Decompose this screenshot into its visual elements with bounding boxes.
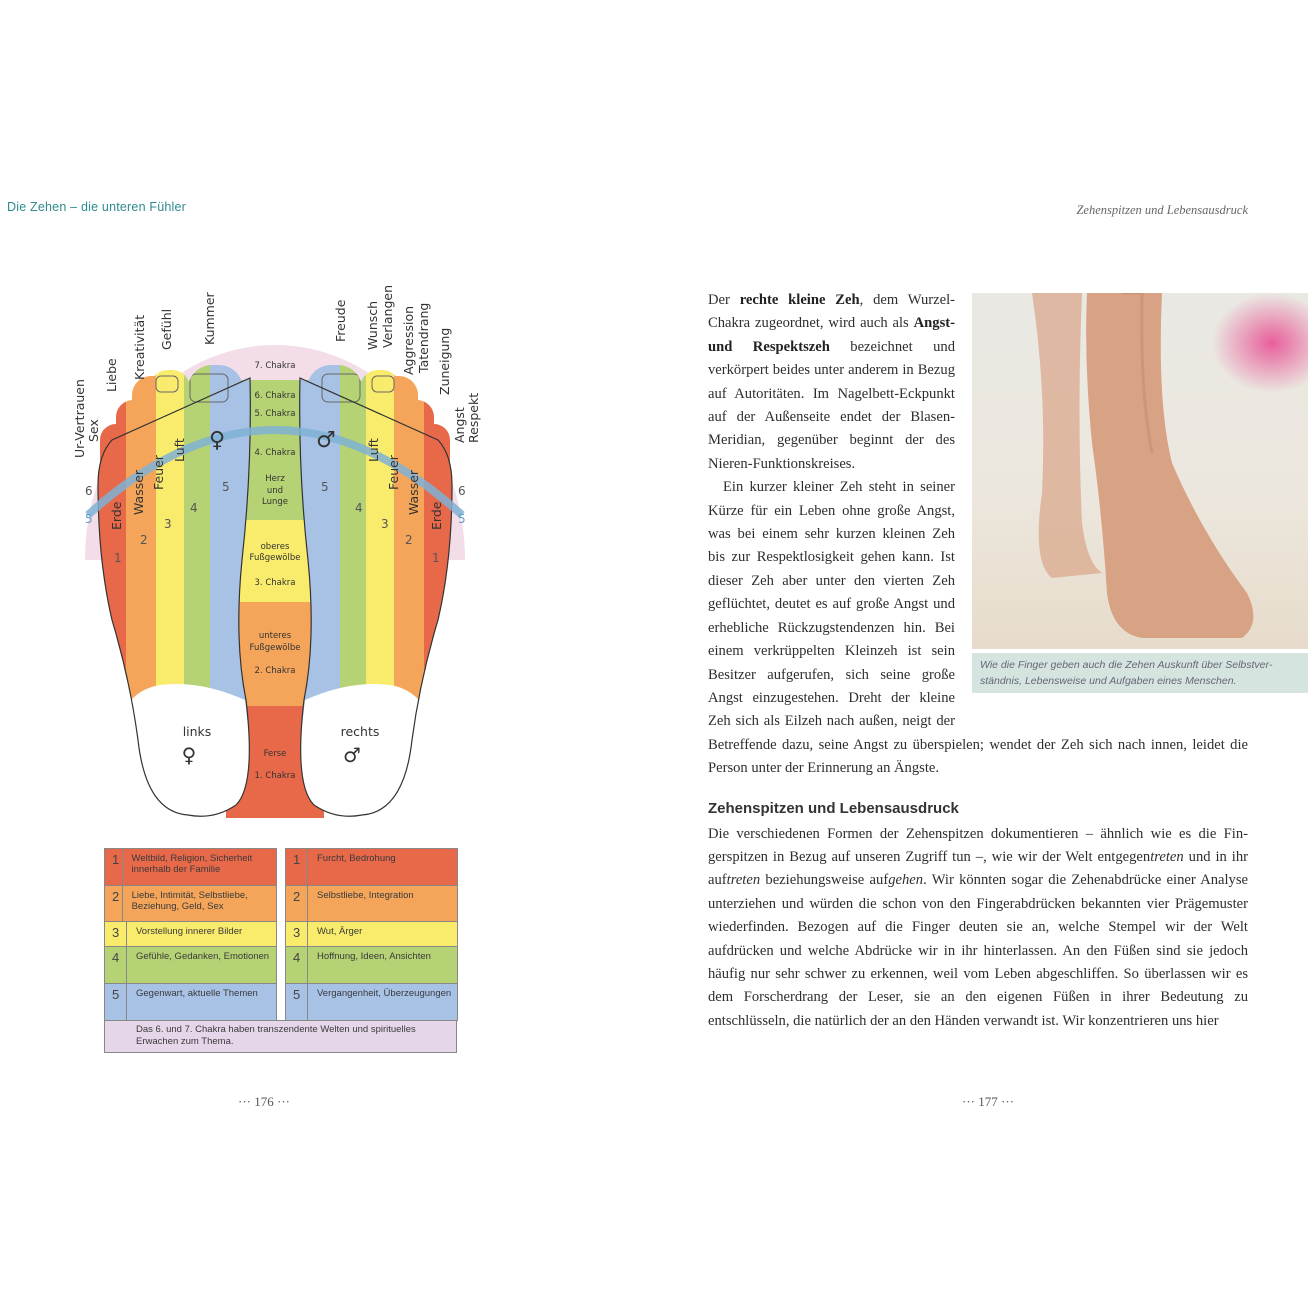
svg-text:Ur-Vertrauen: Ur-Vertrauen (72, 379, 87, 458)
svg-text:1. Chakra: 1. Chakra (255, 771, 296, 781)
table-footer-note: Das 6. und 7. Chakra haben transzendente… (104, 1020, 457, 1053)
svg-text:3: 3 (381, 517, 389, 531)
svg-text:5: 5 (458, 512, 466, 526)
running-header-left: Die Zehen – die unteren Fühler (7, 200, 187, 214)
svg-text:6: 6 (458, 484, 466, 498)
male-symbol: ♂ (316, 428, 336, 453)
svg-text:Freude: Freude (333, 299, 348, 342)
svg-text:Ferse: Ferse (264, 749, 287, 759)
female-symbol: ♀ (209, 428, 225, 453)
svg-text:links: links (183, 724, 212, 739)
svg-text:4: 4 (190, 501, 198, 515)
svg-text:Fußgewölbe: Fußgewölbe (250, 643, 301, 653)
body-text: Der rechte kleine Zeh, dem Wurzel-Chakra… (708, 289, 1248, 1033)
svg-text:5: 5 (321, 480, 329, 494)
svg-text:Kummer: Kummer (202, 291, 217, 345)
svg-text:Kreativität: Kreativität (132, 315, 147, 380)
svg-text:Liebe: Liebe (104, 358, 119, 392)
svg-text:Sex: Sex (86, 419, 101, 442)
svg-text:2: 2 (405, 533, 413, 547)
svg-text:Verlangen: Verlangen (380, 285, 395, 348)
svg-text:♂: ♂ (343, 743, 361, 767)
svg-text:rechts: rechts (341, 724, 380, 739)
svg-text:4: 4 (355, 501, 363, 515)
svg-text:Luft: Luft (366, 438, 381, 462)
svg-text:3. Chakra: 3. Chakra (255, 578, 296, 588)
chakra-5-arc (85, 426, 465, 518)
svg-text:Aggression: Aggression (401, 306, 416, 375)
svg-text:5: 5 (222, 480, 230, 494)
svg-text:6: 6 (85, 484, 93, 498)
svg-text:3: 3 (164, 517, 172, 531)
svg-text:Erde: Erde (429, 501, 444, 530)
svg-text:Gefühl: Gefühl (159, 309, 174, 350)
feet-photo (972, 293, 1308, 649)
page-number-left: ··· 176 ··· (238, 1094, 290, 1109)
svg-text:1: 1 (114, 551, 122, 565)
svg-text:Tatendrang: Tatendrang (416, 303, 431, 374)
svg-text:Fußgewölbe: Fußgewölbe (250, 553, 301, 563)
svg-text:6. Chakra: 6. Chakra (255, 391, 296, 401)
svg-text:♀: ♀ (182, 743, 197, 767)
svg-text:Respekt: Respekt (466, 393, 481, 443)
svg-text:Luft: Luft (172, 438, 187, 462)
svg-text:Zuneigung: Zuneigung (437, 328, 452, 395)
svg-text:5: 5 (85, 512, 93, 526)
svg-text:5. Chakra: 5. Chakra (255, 409, 296, 419)
svg-text:7. Chakra: 7. Chakra (255, 361, 296, 371)
svg-text:oberes: oberes (261, 542, 290, 552)
svg-text:2: 2 (140, 533, 148, 547)
svg-text:unteres: unteres (259, 631, 292, 641)
feet-illustration (1032, 293, 1254, 638)
svg-text:Feuer: Feuer (386, 454, 401, 490)
paragraph: Ein kurzer kleiner Zeh steht in seiner K… (708, 479, 1248, 777)
svg-text:Feuer: Feuer (151, 454, 166, 490)
svg-text:4. Chakra: 4. Chakra (255, 448, 296, 458)
svg-text:Erde: Erde (109, 501, 124, 530)
svg-text:2. Chakra: 2. Chakra (255, 666, 296, 676)
page-number-right: ··· 177 ··· (962, 1094, 1014, 1109)
paragraph: Der rechte kleine Zeh, dem Wurzel-Chakra… (708, 292, 956, 472)
svg-text:1: 1 (432, 551, 440, 565)
svg-text:und: und (267, 486, 283, 496)
svg-text:Herz: Herz (265, 474, 285, 484)
paragraph: Die verschiedenen Formen der Zehenspitze… (708, 825, 1249, 1029)
svg-text:Wasser: Wasser (131, 469, 146, 515)
svg-text:Wunsch: Wunsch (365, 301, 380, 350)
svg-text:Lunge: Lunge (262, 497, 288, 507)
photo-caption: Wie die Finger geben auch die Zehen Ausk… (972, 653, 1308, 693)
svg-text:Wasser: Wasser (406, 469, 421, 515)
running-header-right: Zehenspitzen und Lebensausdruck (1076, 203, 1248, 217)
section-heading: Zehenspitzen und Lebensausdruck (708, 799, 959, 817)
svg-text:Angst: Angst (452, 407, 467, 443)
